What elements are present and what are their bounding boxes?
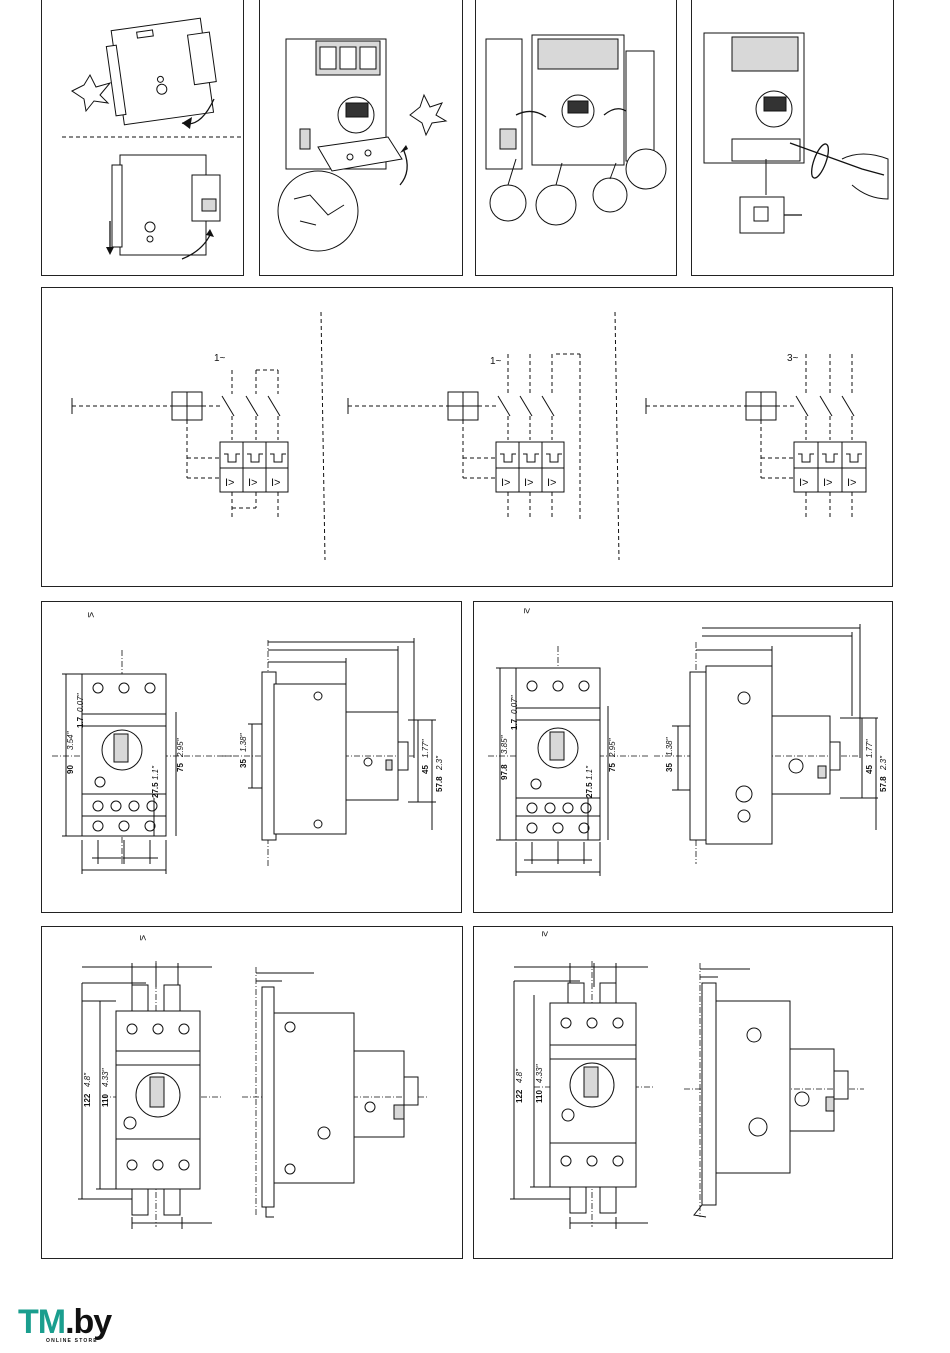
phase-label-3: 3~	[787, 353, 799, 364]
dim-width-in: 3.54"	[66, 730, 75, 750]
dim-mid-mm: 27.5	[151, 782, 160, 798]
dim-rail-mm: 35	[665, 763, 674, 772]
dimension-drawing-top-left: ≤ 90 3.54" 1.7 0.07" 75 2.95"	[42, 602, 463, 914]
dimension-panel-bottom-right: ≥ 122 4.8" 110 4.33"	[473, 926, 893, 1259]
dim-rail-mm: 35	[239, 759, 248, 768]
dim-d1-mm: 1.7	[76, 716, 85, 728]
dimension-drawing-bottom-left: ≤ 122 4.8" 110 4.33"	[42, 927, 464, 1260]
dim-height-in: 2.95"	[176, 737, 185, 758]
dim-inner-mm: 110	[535, 1090, 544, 1103]
auxiliary-contact-illustration	[476, 0, 678, 277]
wiring-diagrams-svg: 1~ I> I> I>	[42, 288, 894, 588]
dimension-panel-bottom-left: ≤ 122 4.8" 110 4.33"	[41, 926, 463, 1259]
dim-d1-in: 0.07"	[510, 694, 519, 714]
cover-removal-illustration	[260, 0, 464, 277]
din-rail-mounting-illustration	[42, 0, 245, 277]
dim-side-b-in: 2.3"	[879, 755, 888, 771]
dim-side-a-mm: 45	[421, 765, 430, 774]
dim-d1-in: 0.07"	[76, 692, 85, 712]
step-panel-din-rail	[41, 0, 244, 276]
handle-lock-illustration	[692, 0, 895, 277]
step-panel-cover	[259, 0, 463, 276]
phase-label-1: 1~	[214, 353, 226, 364]
brand-logo: TM.by ONLINE STORE	[18, 1302, 118, 1346]
dim-side-b-mm: 57.8	[435, 776, 444, 792]
wiring-diagrams-panel: 1~ I> I> I>	[41, 287, 893, 587]
dim-rail-in: 1.38"	[665, 736, 674, 756]
dim-mid-mm: 27.5	[585, 782, 594, 798]
dim-side-b-in: 2.3"	[435, 755, 444, 771]
current-condition-label: ≥	[539, 931, 550, 937]
svg-text:I>: I>	[547, 477, 556, 489]
dim-d1-mm: 1.7	[510, 718, 519, 730]
svg-text:I>: I>	[823, 477, 832, 489]
dim-outer-in: 4.8"	[515, 1068, 524, 1083]
dim-rail-in: 1.38"	[239, 732, 248, 752]
dim-side-a-in: 1.77"	[865, 738, 874, 758]
dim-height-mm: 75	[608, 763, 617, 772]
dim-mid-in: 1.1"	[151, 765, 160, 780]
dim-side-a-mm: 45	[865, 765, 874, 774]
dim-side-a-in: 1.77"	[421, 738, 430, 758]
dim-width-mm: 97.8	[500, 764, 509, 780]
dimension-panel-top-right: ≥ 97.8 3.85" 1.7 0.07" 75 2.95"	[473, 601, 893, 913]
dim-height-mm: 75	[176, 763, 185, 772]
current-condition-label: ≥	[521, 608, 532, 614]
svg-text:I>: I>	[225, 477, 234, 489]
svg-text:I>: I>	[524, 477, 533, 489]
dim-outer-mm: 122	[83, 1093, 92, 1107]
step-panel-handle-lock	[691, 0, 894, 276]
wiring-diagram-1: 1~ I> I> I>	[72, 353, 288, 520]
dim-width-in: 3.85"	[500, 734, 509, 754]
dim-width-mm: 90	[66, 765, 75, 774]
dim-side-b-mm: 57.8	[879, 776, 888, 792]
dim-outer-mm: 122	[515, 1089, 524, 1103]
logo-tagline: ONLINE STORE	[46, 1338, 98, 1344]
dim-outer-in: 4.8"	[83, 1072, 92, 1087]
dim-height-in: 2.95"	[608, 737, 617, 758]
current-condition-label: ≤	[85, 612, 96, 618]
logo-brand-right: .by	[65, 1303, 111, 1341]
dim-mid-in: 1.1"	[585, 765, 594, 780]
current-condition-label: ≤	[137, 935, 148, 941]
wiring-diagram-3: 3~ I> I> I>	[646, 353, 866, 520]
step-panel-auxiliary	[475, 0, 677, 276]
svg-text:I>: I>	[248, 477, 257, 489]
dim-inner-in: 4.33"	[101, 1067, 110, 1087]
svg-text:I>: I>	[847, 477, 856, 489]
svg-text:I>: I>	[799, 477, 808, 489]
dim-inner-in: 4.33"	[535, 1063, 544, 1083]
dimension-panel-top-left: ≤ 90 3.54" 1.7 0.07" 75 2.95"	[41, 601, 462, 913]
dimension-drawing-top-right: ≥ 97.8 3.85" 1.7 0.07" 75 2.95"	[474, 602, 894, 914]
wiring-diagram-2: 1~ I> I> I>	[348, 354, 580, 520]
dim-inner-mm: 110	[101, 1094, 110, 1107]
logo-brand-left: TM	[18, 1303, 65, 1341]
phase-label-2: 1~	[490, 356, 502, 367]
dimension-drawing-bottom-right: ≥ 122 4.8" 110 4.33"	[474, 927, 894, 1260]
svg-text:I>: I>	[501, 477, 510, 489]
logo-wordmark: TM.by	[18, 1302, 111, 1342]
svg-text:I>: I>	[271, 477, 280, 489]
